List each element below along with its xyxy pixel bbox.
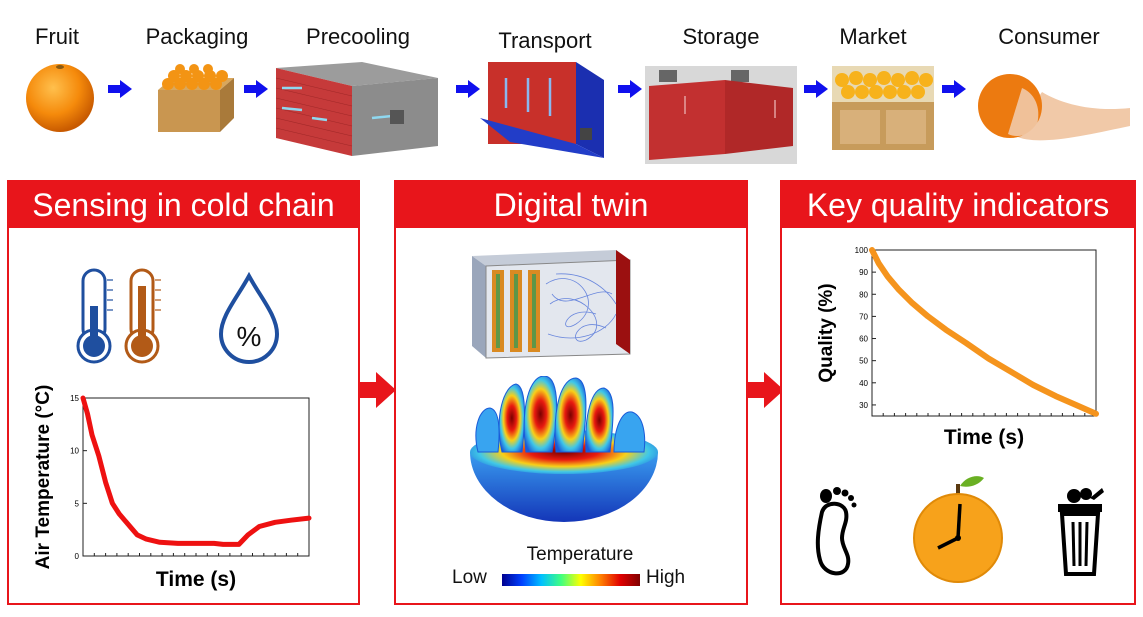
stage-label-transport: Transport — [498, 28, 592, 53]
temperature-legend-title: Temperature — [526, 544, 634, 565]
stage-label-consumer: Consumer — [998, 24, 1100, 49]
cfd-airflow-box-icon — [472, 250, 631, 359]
humidity-symbol: % — [237, 321, 262, 352]
humidity-drop-icon: % — [218, 272, 280, 364]
chart-frame — [871, 249, 1097, 417]
flow-arrow-icon — [456, 80, 480, 98]
quality-panel-title: Key quality indicators — [780, 180, 1136, 228]
orange-fruit-icon — [26, 64, 94, 132]
y-tick-label: 90 — [859, 268, 868, 277]
sensing-panel-title: Sensing in cold chain — [7, 180, 360, 228]
y-tick-label: 5 — [75, 499, 80, 508]
red-flow-arrow-icon — [746, 372, 784, 408]
footprint-icon — [815, 487, 857, 576]
stage-label-market: Market — [839, 24, 907, 49]
quality-chart: 30 40 50 60 70 80 90 100 Time (s) Quality (%) — [816, 246, 1099, 449]
cold-storage-icon — [645, 66, 797, 164]
stage-label-packaging: Packaging — [145, 24, 249, 49]
market-display-icon — [832, 66, 934, 150]
hand-orange-icon — [978, 74, 1130, 141]
y-tick-label: 15 — [70, 394, 79, 403]
quality-y-label: Quality (%) — [816, 283, 837, 382]
y-tick-label: 100 — [855, 246, 869, 255]
flow-arrow-icon — [108, 80, 132, 98]
reefer-container-icon — [480, 62, 604, 158]
y-tick-label: 30 — [859, 401, 868, 410]
flow-arrow-icon — [942, 80, 966, 98]
y-tick-label: 60 — [859, 335, 868, 344]
quality-x-label: Time (s) — [944, 426, 1024, 449]
y-tick-label: 50 — [859, 357, 868, 366]
air-temperature-chart: 0 5 10 15 Time (s) Air Temperature (°C) — [33, 385, 312, 591]
flow-arrow-icon — [618, 80, 642, 98]
stage-label-precooling: Precooling — [306, 24, 410, 49]
fruit-temperature-model-icon — [470, 376, 658, 522]
thermometer-icon — [76, 268, 161, 364]
red-flow-arrow-icon — [358, 372, 396, 408]
food-waste-bin-icon — [1058, 488, 1104, 576]
y-tick-label: 40 — [859, 379, 868, 388]
legend-low-label: Low — [452, 567, 487, 588]
quality-line — [869, 247, 1099, 417]
orange-clock-icon — [913, 476, 1003, 583]
stage-label-fruit: Fruit — [35, 24, 79, 49]
digital-twin-panel-title: Digital twin — [394, 180, 748, 228]
quality-panel: Key quality indicators 30 40 50 60 70 80 90 100… — [780, 180, 1136, 605]
flow-arrow-icon — [804, 80, 828, 98]
flow-arrow-icon — [244, 80, 268, 98]
air-temperature-line — [80, 395, 312, 547]
legend-high-label: High — [646, 567, 686, 588]
temperature-colorbar — [502, 574, 640, 586]
digital-twin-panel: Digital twin — [394, 180, 748, 605]
pallet-precooling-icon — [275, 62, 438, 156]
y-tick-label: 80 — [859, 290, 868, 299]
y-tick-label: 70 — [859, 312, 868, 321]
chart-frame — [82, 397, 310, 557]
packed-box-icon — [158, 64, 234, 132]
temperature-x-label: Time (s) — [156, 568, 236, 591]
y-tick-label: 0 — [75, 552, 80, 561]
sensing-panel: Sensing in cold chain % 0 5 10 15 Time (s) … — [7, 180, 360, 605]
y-tick-label: 10 — [70, 447, 79, 456]
stage-label-storage: Storage — [682, 24, 760, 49]
temperature-y-label: Air Temperature (°C) — [33, 385, 54, 570]
